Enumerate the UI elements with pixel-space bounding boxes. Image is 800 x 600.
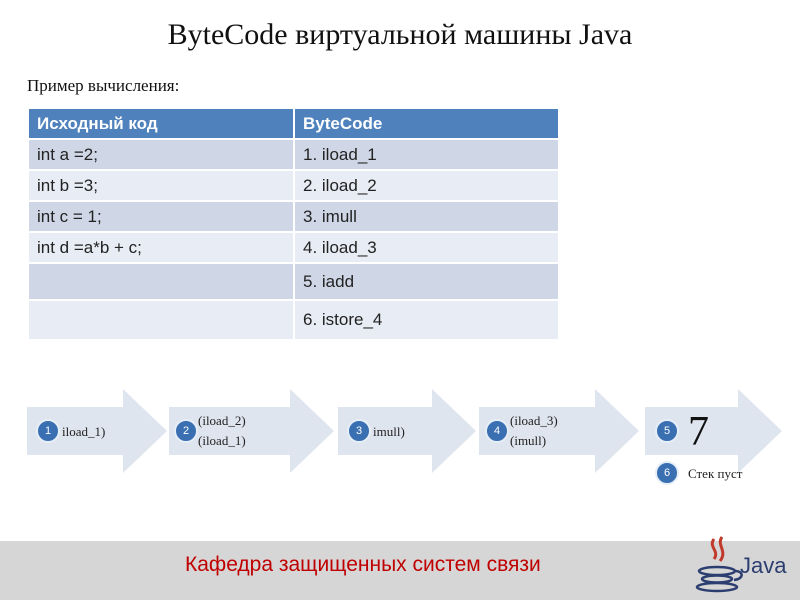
example-label: Пример вычисления:: [27, 76, 180, 95]
step-badge-3: 3: [347, 419, 371, 443]
header-bytecode: ByteCode: [293, 107, 560, 140]
step-badge-2: 2: [174, 419, 198, 443]
stack-empty-label: Стек пуст: [688, 466, 743, 481]
bytecode-cell: 5. iadd: [293, 262, 560, 301]
table-row: 5. iadd: [27, 262, 560, 301]
arrow-shape: [338, 389, 476, 473]
bytecode-cell: 6. istore_4: [293, 299, 560, 341]
source-cell: [27, 299, 295, 341]
step-arrow-4: [479, 389, 639, 473]
arrow-shape: [645, 389, 782, 473]
bytecode-cell: 1. iload_1: [293, 138, 560, 171]
source-cell: [27, 262, 295, 301]
step-badge-5: 5: [655, 419, 679, 443]
header-source-code: Исходный код: [27, 107, 295, 140]
arrow-shape: [27, 389, 167, 473]
source-cell: int c = 1;: [27, 200, 295, 233]
table-row: int d =a*b + c; 4. iload_3: [27, 231, 560, 264]
java-logo-text: Java: [740, 553, 787, 578]
slide-title: ByteCode виртуальной машины Java: [167, 18, 633, 51]
step-text-3: imull): [373, 424, 405, 439]
source-cell: int b =3;: [27, 169, 295, 202]
step-badge-6: 6: [655, 461, 679, 485]
step-text-2b: (iload_1): [198, 433, 246, 448]
step-arrow-3: [338, 389, 476, 473]
step-arrow-1: [27, 389, 167, 473]
step-text-1: iload_1): [62, 424, 106, 439]
bytecode-cell: 2. iload_2: [293, 169, 560, 202]
java-logo: Java: [690, 533, 790, 595]
step-text-2a: (iload_2): [198, 413, 246, 428]
table-row: int c = 1; 3. imull: [27, 200, 560, 233]
code-table: Исходный код ByteCode int a =2; 1. iload…: [27, 107, 560, 341]
step-arrow-5: [645, 389, 782, 473]
bytecode-cell: 3. imull: [293, 200, 560, 233]
result-value: 7: [688, 409, 709, 455]
step-text-4b: (imull): [510, 433, 547, 448]
source-cell: int a =2;: [27, 138, 295, 171]
bytecode-cell: 4. iload_3: [293, 231, 560, 264]
step-badge-4: 4: [485, 419, 509, 443]
footer-department: Кафедра защищенных систем связи: [185, 553, 541, 576]
step-text-4a: (iload_3): [510, 413, 558, 428]
arrow-shape: [169, 389, 334, 473]
table-row: int b =3; 2. iload_2: [27, 169, 560, 202]
footer-bar: [0, 541, 800, 600]
table-row: 6. istore_4: [27, 299, 560, 341]
step-badge-1: 1: [36, 419, 60, 443]
arrow-shape: [479, 389, 639, 473]
table-header-row: Исходный код ByteCode: [27, 107, 560, 140]
source-cell: int d =a*b + c;: [27, 231, 295, 264]
step-arrow-2: [169, 389, 334, 473]
java-cup-icon: [695, 536, 743, 593]
table-row: int a =2; 1. iload_1: [27, 138, 560, 171]
